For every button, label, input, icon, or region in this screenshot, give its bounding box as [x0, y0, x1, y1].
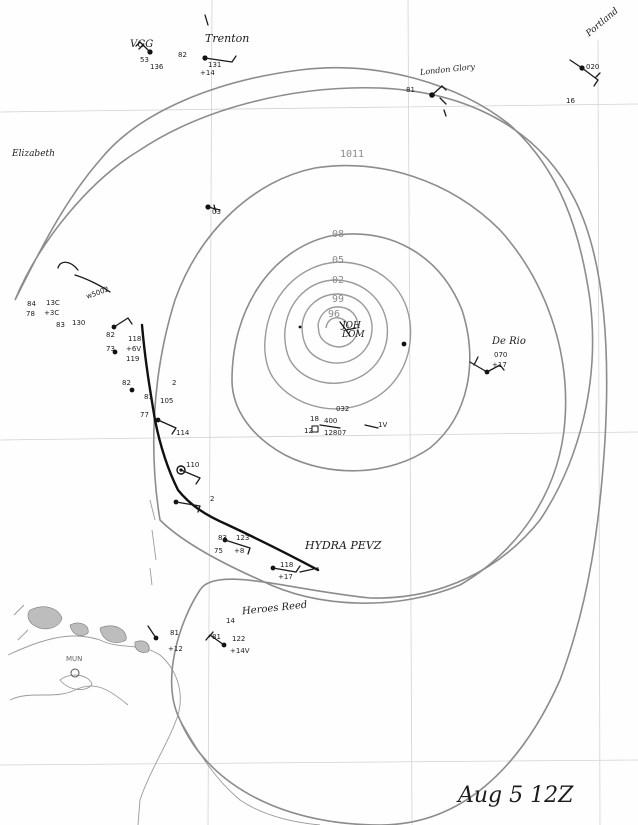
station-value: 114 — [176, 429, 190, 437]
station-value: 03 — [212, 208, 221, 216]
station-value: 53 — [140, 56, 149, 64]
station-value: 78 — [26, 310, 35, 318]
station-value: 81 — [170, 629, 179, 637]
isobar-label-08: 08 — [332, 229, 345, 240]
trough-line — [140, 323, 320, 572]
place-trenton: Trenton — [205, 32, 250, 45]
station-value: 105 — [160, 397, 174, 405]
isobar-08 — [231, 233, 471, 472]
station-value: 070 — [494, 351, 508, 359]
station-value: 75 — [214, 547, 223, 555]
coastline — [7, 499, 321, 825]
wind-barbs — [113, 41, 601, 646]
isobar-label-1011: 1011 — [340, 149, 365, 160]
isobar-outer — [14, 67, 608, 825]
station-value: +14V — [230, 647, 250, 655]
isobars — [14, 67, 608, 825]
station-value: 84 — [27, 300, 36, 308]
station-value: 118 — [128, 335, 142, 343]
station-value: 110 — [186, 461, 200, 469]
place-elizabeth: Elizabeth — [12, 149, 55, 159]
station-value: 16 — [566, 97, 575, 105]
station-value: +8 — [234, 547, 245, 555]
station-value: 77 — [140, 411, 149, 419]
station-value: 82 — [178, 51, 187, 59]
isobar-label-05: 05 — [332, 255, 345, 266]
station-value: 12 — [304, 427, 313, 435]
station-value: 82 — [122, 379, 131, 387]
station-value: 119 — [126, 355, 140, 363]
station-value: 82 — [106, 331, 115, 339]
station-value: 1V — [378, 421, 388, 429]
place-de-rio: De Rio — [492, 336, 526, 347]
station-value: 73 — [106, 345, 115, 353]
place-mun: MUN — [66, 655, 83, 663]
isobar-96 — [317, 306, 359, 348]
isobar-label-02: 02 — [332, 275, 345, 286]
station-value: +14 — [200, 69, 215, 77]
station-plots — [70, 49, 585, 678]
station-value: 130 — [72, 319, 86, 327]
station-value: 032 — [336, 405, 350, 413]
isobar-1011 — [152, 164, 567, 604]
station-value: 2 — [210, 495, 215, 503]
station-value: 122 — [232, 635, 246, 643]
station-value: 81 — [212, 633, 221, 641]
station-value: +6V — [126, 345, 142, 353]
station-value: +12 — [168, 645, 183, 653]
isobar-99 — [301, 293, 373, 364]
place-vgg: VGG — [130, 39, 154, 50]
station-value: 83 — [218, 534, 227, 542]
station-value: +17 — [492, 361, 507, 369]
station-value: 2 — [172, 379, 177, 387]
station-value: 020 — [586, 63, 600, 71]
station-value: 83 — [56, 321, 65, 329]
station-value: +3C — [44, 309, 60, 317]
station-value: +17 — [278, 573, 293, 581]
station-value: 18 — [310, 415, 319, 423]
station-value: 12807 — [324, 429, 347, 437]
station-value: 400 — [324, 417, 338, 425]
date-label: Aug 5 12Z — [458, 783, 574, 808]
station-value: 123 — [236, 534, 250, 542]
isobar-05 — [264, 261, 412, 410]
isobar-label-99: 99 — [332, 294, 345, 305]
station-value: 136 — [150, 63, 164, 71]
isobar-02 — [284, 279, 389, 384]
isobar-label-96: 96 — [328, 309, 341, 320]
station-value: 131 — [208, 61, 222, 69]
station-value: 14 — [226, 617, 235, 625]
station-value: 81 — [144, 393, 153, 401]
station-value: 13C — [46, 299, 60, 307]
station-value: 118 — [280, 561, 294, 569]
place-hydra-pevz: HYDRA PEVZ — [305, 539, 382, 552]
storm-center-label: JOH LOM — [342, 321, 365, 340]
station-value: 81 — [406, 86, 415, 94]
